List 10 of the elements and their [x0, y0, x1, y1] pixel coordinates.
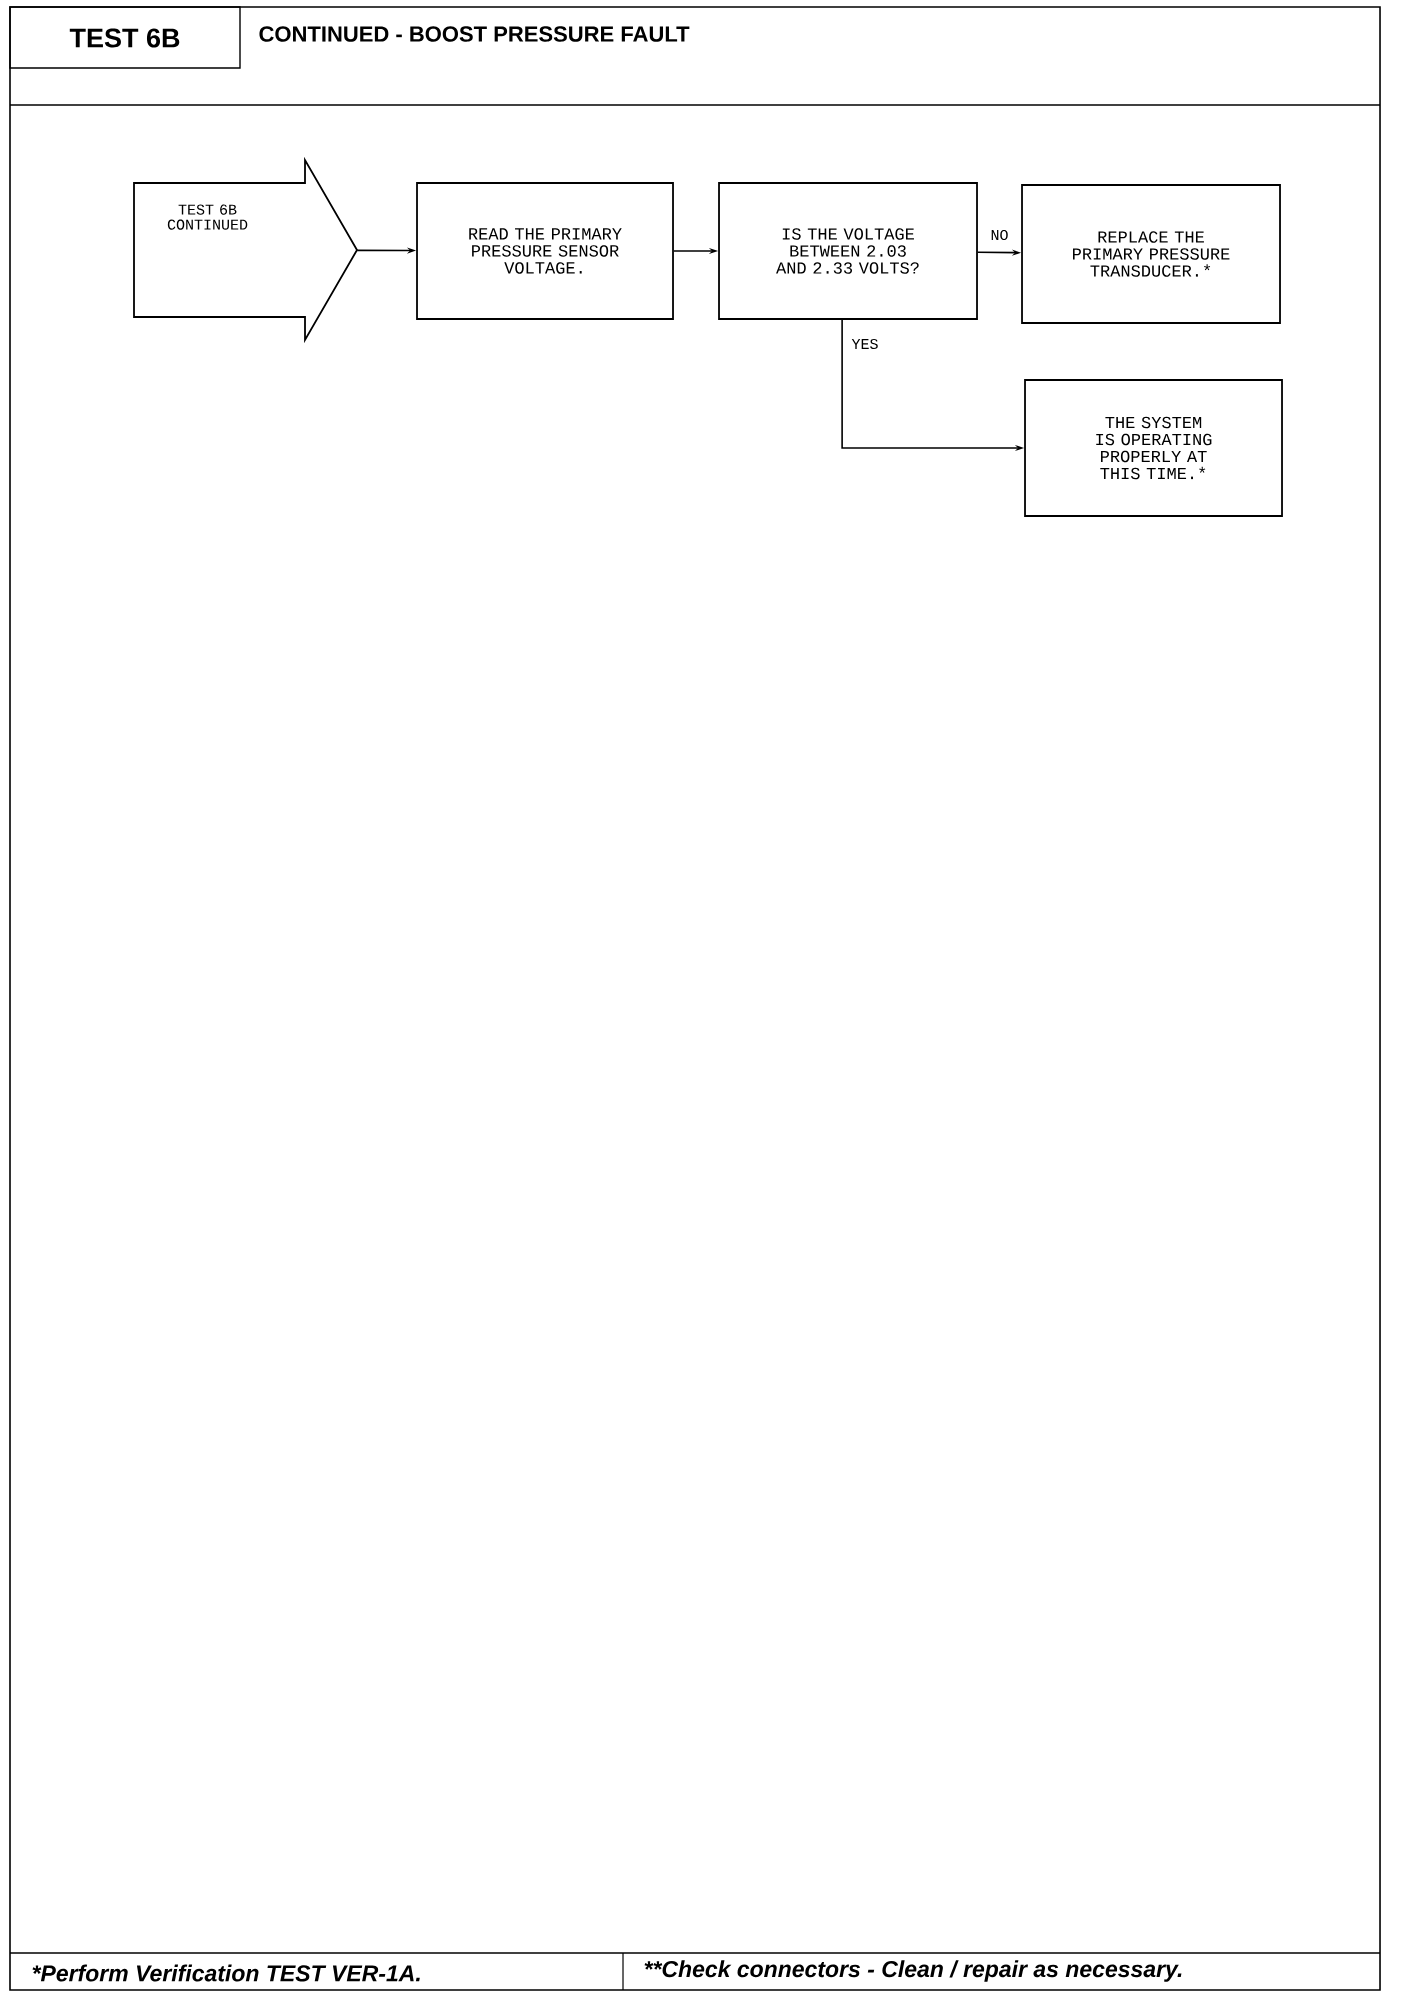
edge-label: NO [991, 229, 1008, 241]
test-number-box: TEST 6B [9, 6, 241, 69]
process-box: IS THE VOLTAGE BETWEEN 2.03 AND 2.33 VOLTS? [718, 182, 978, 320]
title: CONTINUED - BOOST PRESSURE FAULT [259, 26, 690, 42]
process-box: THE SYSTEM IS OPERATING PROPERLY AT THIS TIME.* [1024, 379, 1283, 517]
process-box: READ THE PRIMARY PRESSURE SENSOR VOLTAGE. [416, 182, 674, 320]
footnote: *Perform Verification TEST VER-1A. [32, 1964, 420, 1982]
process-box: REPLACE THE PRIMARY PRESSURE TRANSDUCER.* [1021, 184, 1281, 324]
edge-label: YES [851, 338, 878, 350]
footnote: **Check connectors - Clean / repair as necessary. [644, 1960, 1182, 1982]
